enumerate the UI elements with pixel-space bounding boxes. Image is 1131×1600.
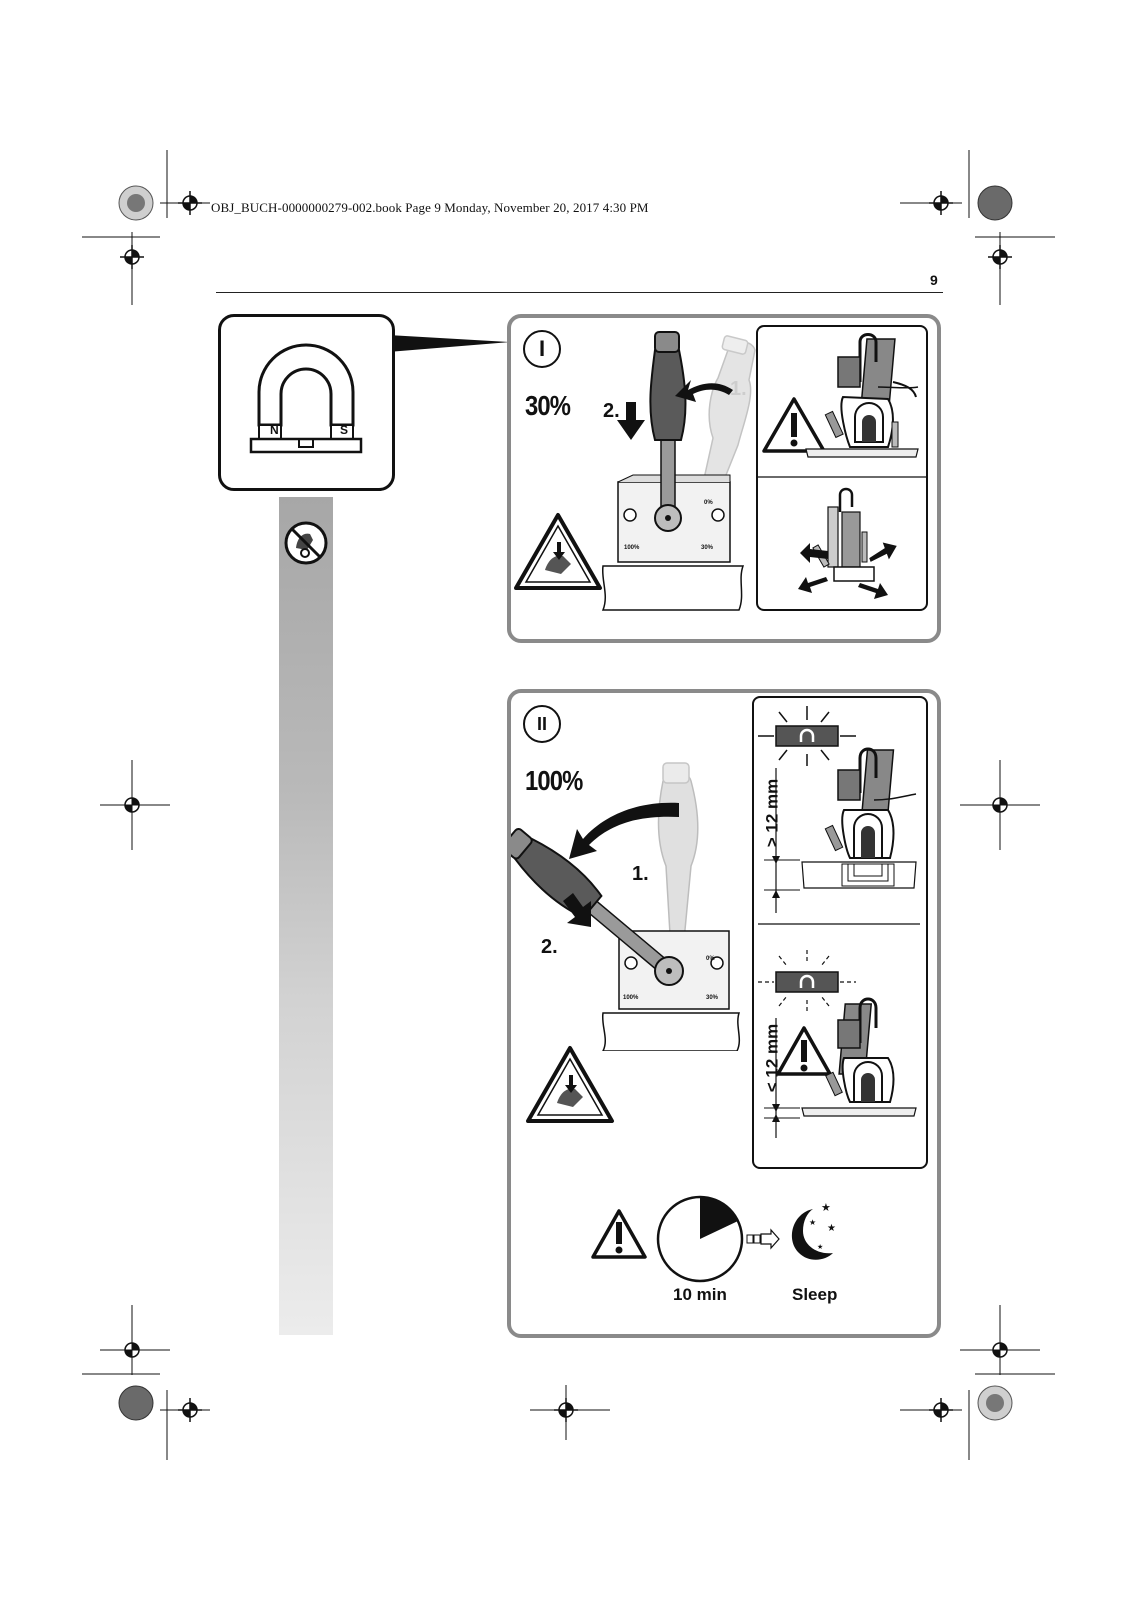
- plate2-label-30: 30%: [706, 995, 719, 1001]
- book-info-header: OBJ_BUCH-0000000279-002.book Page 9 Mond…: [211, 200, 649, 215]
- header-rule: [216, 292, 943, 293]
- hand-crush-warning-icon-2: [526, 1046, 614, 1123]
- step-two-percent: 100%: [525, 765, 583, 796]
- step-one-numeral: I: [523, 330, 561, 368]
- magnet-south-label: S: [340, 423, 349, 437]
- svg-text:★: ★: [809, 1218, 816, 1227]
- step-one-label-2: 2.: [603, 400, 620, 422]
- setup-inset-box: [756, 325, 928, 611]
- hand-crush-warning-icon: [514, 513, 602, 590]
- distance-inset-box: > 12 mm < 12 mm: [752, 696, 928, 1169]
- panel-step-two: II 100% 1. 2. 0% 100% 30%: [507, 689, 941, 1338]
- plate-label-100: 100%: [624, 545, 640, 551]
- magnet-distance-illustration: [758, 706, 920, 1138]
- svg-text:★: ★: [817, 1243, 823, 1251]
- step-two-label-2: 2.: [541, 936, 558, 958]
- drill-stand-illustration: [758, 333, 926, 599]
- callout-pointer: [388, 335, 510, 352]
- step-two-numeral: II: [523, 705, 561, 743]
- horseshoe-magnet-icon: [249, 343, 363, 454]
- lever-illustration-30: [601, 331, 756, 611]
- side-tab-bar: [279, 497, 333, 1335]
- magnet-callout-box: N S: [218, 314, 395, 491]
- lever-illustration-100: [511, 762, 741, 1051]
- step-one-percent: 30%: [525, 390, 571, 421]
- page-number: 9: [930, 272, 938, 288]
- svg-text:★: ★: [827, 1223, 836, 1234]
- timer-label: 10 min: [673, 1285, 727, 1304]
- sleep-label: Sleep: [792, 1285, 838, 1304]
- no-touch-icon: [284, 521, 328, 565]
- distance-more-label: > 12 mm: [762, 778, 782, 848]
- step-two-label-1: 1.: [632, 863, 649, 885]
- svg-text:★: ★: [821, 1202, 831, 1214]
- plate-label-0: 0%: [704, 500, 713, 506]
- plate2-label-0: 0%: [706, 956, 715, 962]
- timer-sleep-illustration: ★ ★ ★ ★: [591, 1195, 836, 1283]
- distance-less-label: < 12 mm: [762, 1023, 782, 1093]
- plate-label-30: 30%: [701, 545, 714, 551]
- plate2-label-100: 100%: [623, 995, 639, 1001]
- magnet-north-label: N: [270, 423, 279, 437]
- panel-step-one: I 30% 1. 2. 0% 100% 30%: [507, 314, 941, 643]
